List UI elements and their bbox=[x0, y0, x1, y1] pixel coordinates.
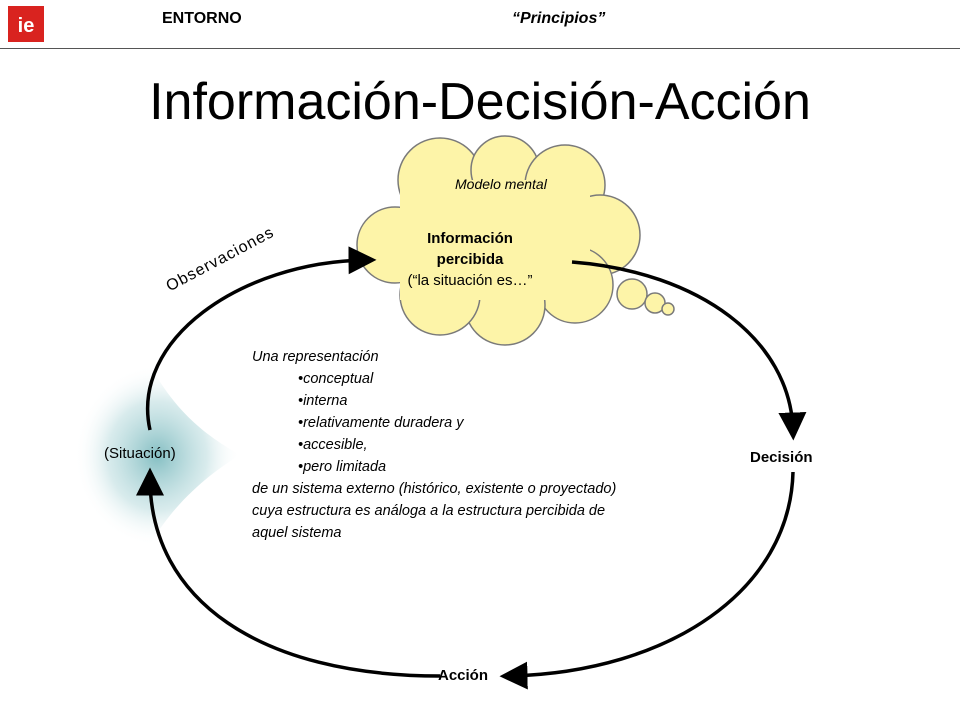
cloud-text: Información percibida (“la situación es…… bbox=[380, 228, 560, 291]
ie-logo: ie bbox=[8, 6, 44, 42]
cloud-title: Modelo mental bbox=[455, 176, 547, 192]
definition-bullet: •pero limitada bbox=[298, 459, 387, 475]
situation-label: (Situación) bbox=[104, 445, 176, 462]
mental-model-definition: Una representación •conceptual •interna … bbox=[252, 346, 616, 544]
observation-arrow bbox=[146, 246, 377, 431]
definition-bullet: •relativamente duradera y bbox=[298, 415, 464, 431]
definition-line-3: aquel sistema bbox=[252, 525, 342, 541]
header-topic: “Principios” bbox=[512, 10, 606, 27]
decision-arrow bbox=[571, 260, 807, 441]
slide-title: Información-Decisión-Acción bbox=[149, 73, 811, 131]
header-section: ENTORNO bbox=[162, 10, 242, 27]
mental-model-cloud bbox=[356, 135, 675, 346]
cloud-line-2: percibida bbox=[436, 251, 504, 268]
definition-line-2: cuya estructura es análoga a la estructu… bbox=[252, 503, 606, 519]
definition-bullet: •accesible, bbox=[298, 437, 368, 453]
logo-text: ie bbox=[18, 15, 35, 37]
cycle-arrows bbox=[136, 246, 807, 690]
decision-label: Decisión bbox=[750, 449, 813, 466]
situation-arrow bbox=[136, 467, 441, 678]
definition-bullet: •conceptual bbox=[298, 371, 374, 387]
cloud-line-1: Información bbox=[427, 230, 513, 247]
definition-line-1: de un sistema externo (histórico, existe… bbox=[252, 481, 617, 497]
cloud-line-3: (“la situación es…” bbox=[407, 272, 533, 289]
situation-glow bbox=[74, 364, 241, 547]
header-divider bbox=[0, 48, 960, 49]
action-arrow bbox=[499, 471, 795, 690]
definition-intro: Una representación bbox=[252, 349, 379, 365]
definition-bullet: •interna bbox=[298, 393, 348, 409]
action-label: Acción bbox=[438, 667, 489, 684]
